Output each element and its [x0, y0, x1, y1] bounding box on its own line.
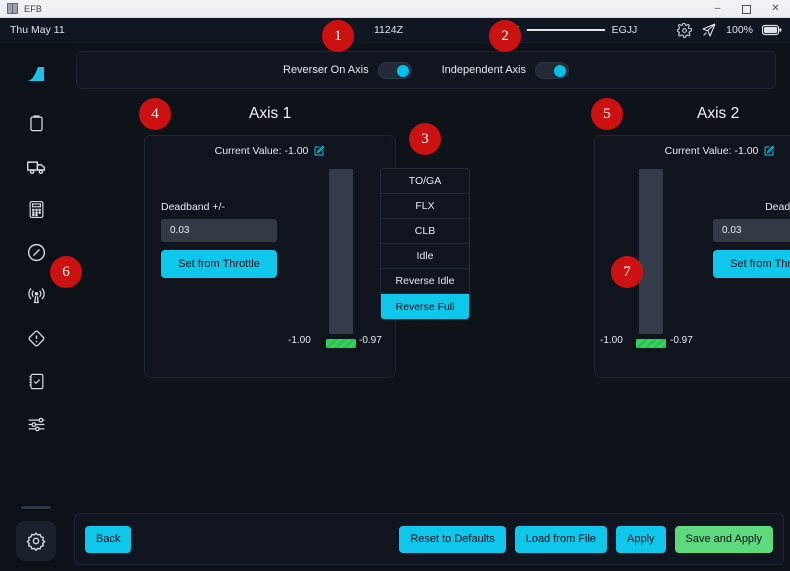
reverser-on-axis-toggle[interactable] — [377, 61, 412, 79]
axis1-range-low: -1.00 — [288, 335, 311, 346]
load-from-file-button[interactable]: Load from File — [514, 525, 608, 553]
edit-pencil-icon[interactable] — [313, 145, 325, 157]
detent-clb[interactable]: CLB — [381, 219, 469, 244]
axis1-deadband-input[interactable] — [161, 219, 277, 242]
signal-icon — [26, 285, 47, 306]
main-content: Reverser On Axis Independent Axis Axis 1… — [72, 43, 790, 571]
independent-axis-label: Independent Axis — [441, 64, 526, 76]
sidebar-item-performance[interactable] — [16, 189, 56, 229]
sidebar-item-atc[interactable] — [16, 275, 56, 315]
axis1-gauge: -1.00 -0.97 — [145, 136, 397, 379]
app-icon — [7, 3, 18, 14]
axis2-current-value: Current Value: -1.00 — [595, 145, 790, 157]
footer-right-actions: Reset to Defaults Load from File Apply S… — [399, 525, 773, 553]
window-titlebar: EFB – ✕ — [0, 0, 790, 18]
left-navigation-rail — [0, 43, 72, 571]
header-right-cluster: 100% — [677, 22, 782, 38]
axis2-card: Current Value: -1.00 Deadband +/- Set fr… — [594, 135, 790, 378]
minimize-button[interactable]: – — [714, 3, 721, 14]
detent-reverse-idle[interactable]: Reverse Idle — [381, 269, 469, 294]
clipboard-icon — [27, 114, 46, 133]
axis2-gauge: -1.00 -0.97 — [595, 136, 790, 379]
footer-action-bar: Back Reset to Defaults Load from File Ap… — [74, 513, 784, 565]
detent-idle[interactable]: Idle — [381, 244, 469, 269]
axis2-deadband-input[interactable] — [713, 219, 790, 242]
header-zulu-time: 1124Z — [374, 24, 403, 36]
header-date: Thu May 11 — [10, 24, 65, 36]
axis-options-bar: Reverser On Axis Independent Axis — [76, 51, 776, 89]
app-shell: Reverser On Axis Independent Axis Axis 1… — [0, 43, 790, 571]
axis-panels: Current Value: -1.00 Deadband +/- Set fr… — [74, 135, 790, 385]
window-controls: – ✕ — [703, 0, 790, 18]
axis1-deadband-indicator — [326, 339, 356, 348]
sidebar-item-settings-sliders[interactable] — [16, 404, 56, 444]
route-line — [526, 29, 605, 31]
reset-to-defaults-button[interactable]: Reset to Defaults — [399, 525, 506, 553]
independent-axis-toggle[interactable] — [535, 61, 569, 79]
detent-togo[interactable]: TO/GA — [381, 169, 469, 194]
sidebar-item-checklists[interactable] — [16, 361, 56, 401]
axis2-set-from-throttle-button[interactable]: Set from Throttle — [713, 250, 790, 278]
toggle-knob — [554, 64, 566, 77]
axis2-current-value-text: Current Value: -1.00 — [664, 145, 759, 157]
axis1-gauge-track[interactable] — [329, 169, 353, 334]
truck-icon — [26, 156, 47, 177]
battery-icon — [762, 24, 782, 36]
axis1-set-from-throttle-button[interactable]: Set from Throttle — [161, 250, 277, 278]
close-button[interactable]: ✕ — [771, 3, 780, 14]
sliders-icon — [26, 414, 47, 435]
axis1-card: Current Value: -1.00 Deadband +/- Set fr… — [144, 135, 396, 378]
sidebar-item-ground-services[interactable] — [16, 146, 56, 186]
independent-axis-group[interactable]: Independent Axis — [441, 61, 569, 79]
plane-icon[interactable] — [701, 22, 717, 38]
gear-icon — [26, 531, 46, 551]
route-origin: CK — [505, 24, 520, 36]
sidebar-item-failures[interactable] — [16, 318, 56, 358]
axis1-title: Axis 1 — [249, 105, 292, 122]
axis2-gauge-track[interactable] — [639, 169, 663, 334]
axis1-current-value: Current Value: -1.00 — [145, 145, 395, 157]
battery-percent: 100% — [726, 24, 753, 36]
gear-icon[interactable] — [677, 22, 693, 38]
axis1-range-high: -0.97 — [359, 335, 382, 346]
efb-status-header: Thu May 11 1124Z CK EGJJ 100% — [0, 18, 790, 43]
detent-reverse-full[interactable]: Reverse Full — [381, 294, 469, 319]
rail-divider — [21, 506, 51, 509]
axis2-title: Axis 2 — [697, 105, 740, 122]
apply-button[interactable]: Apply — [616, 525, 666, 553]
edit-pencil-icon[interactable] — [763, 145, 775, 157]
window-title: EFB — [24, 3, 43, 14]
calculator-icon — [27, 200, 46, 219]
axis2-deadband-indicator — [636, 339, 666, 348]
reverser-on-axis-group[interactable]: Reverser On Axis — [283, 61, 412, 79]
failures-warning-icon — [26, 328, 47, 349]
sidebar-item-global-settings[interactable] — [16, 521, 56, 561]
tail-fin-logo[interactable] — [16, 55, 56, 95]
back-button[interactable]: Back — [85, 525, 132, 553]
detent-list: TO/GA FLX CLB Idle Reverse Idle Reverse … — [380, 168, 470, 320]
route-destination: EGJJ — [611, 24, 638, 36]
rail-bottom-group — [0, 506, 72, 561]
axis2-deadband-label: Deadband +/- — [765, 201, 790, 213]
sidebar-item-dispatch[interactable] — [16, 103, 56, 143]
checklist-icon — [27, 372, 46, 391]
axis1-deadband-label: Deadband +/- — [161, 201, 225, 213]
navigation-compass-icon — [26, 242, 47, 263]
toggle-knob — [396, 64, 409, 77]
sidebar-item-navigation[interactable] — [16, 232, 56, 272]
axis1-current-value-text: Current Value: -1.00 — [214, 145, 309, 157]
axis2-range-low: -1.00 — [600, 335, 623, 346]
detent-flx[interactable]: FLX — [381, 194, 469, 219]
save-and-apply-button[interactable]: Save and Apply — [674, 525, 773, 553]
flight-route: CK EGJJ — [505, 24, 637, 36]
axis-headings: Axis 1 Axis 2 — [74, 97, 782, 135]
reverser-on-axis-label: Reverser On Axis — [283, 64, 369, 76]
maximize-button[interactable] — [732, 0, 761, 18]
axis2-range-high: -0.97 — [670, 335, 693, 346]
